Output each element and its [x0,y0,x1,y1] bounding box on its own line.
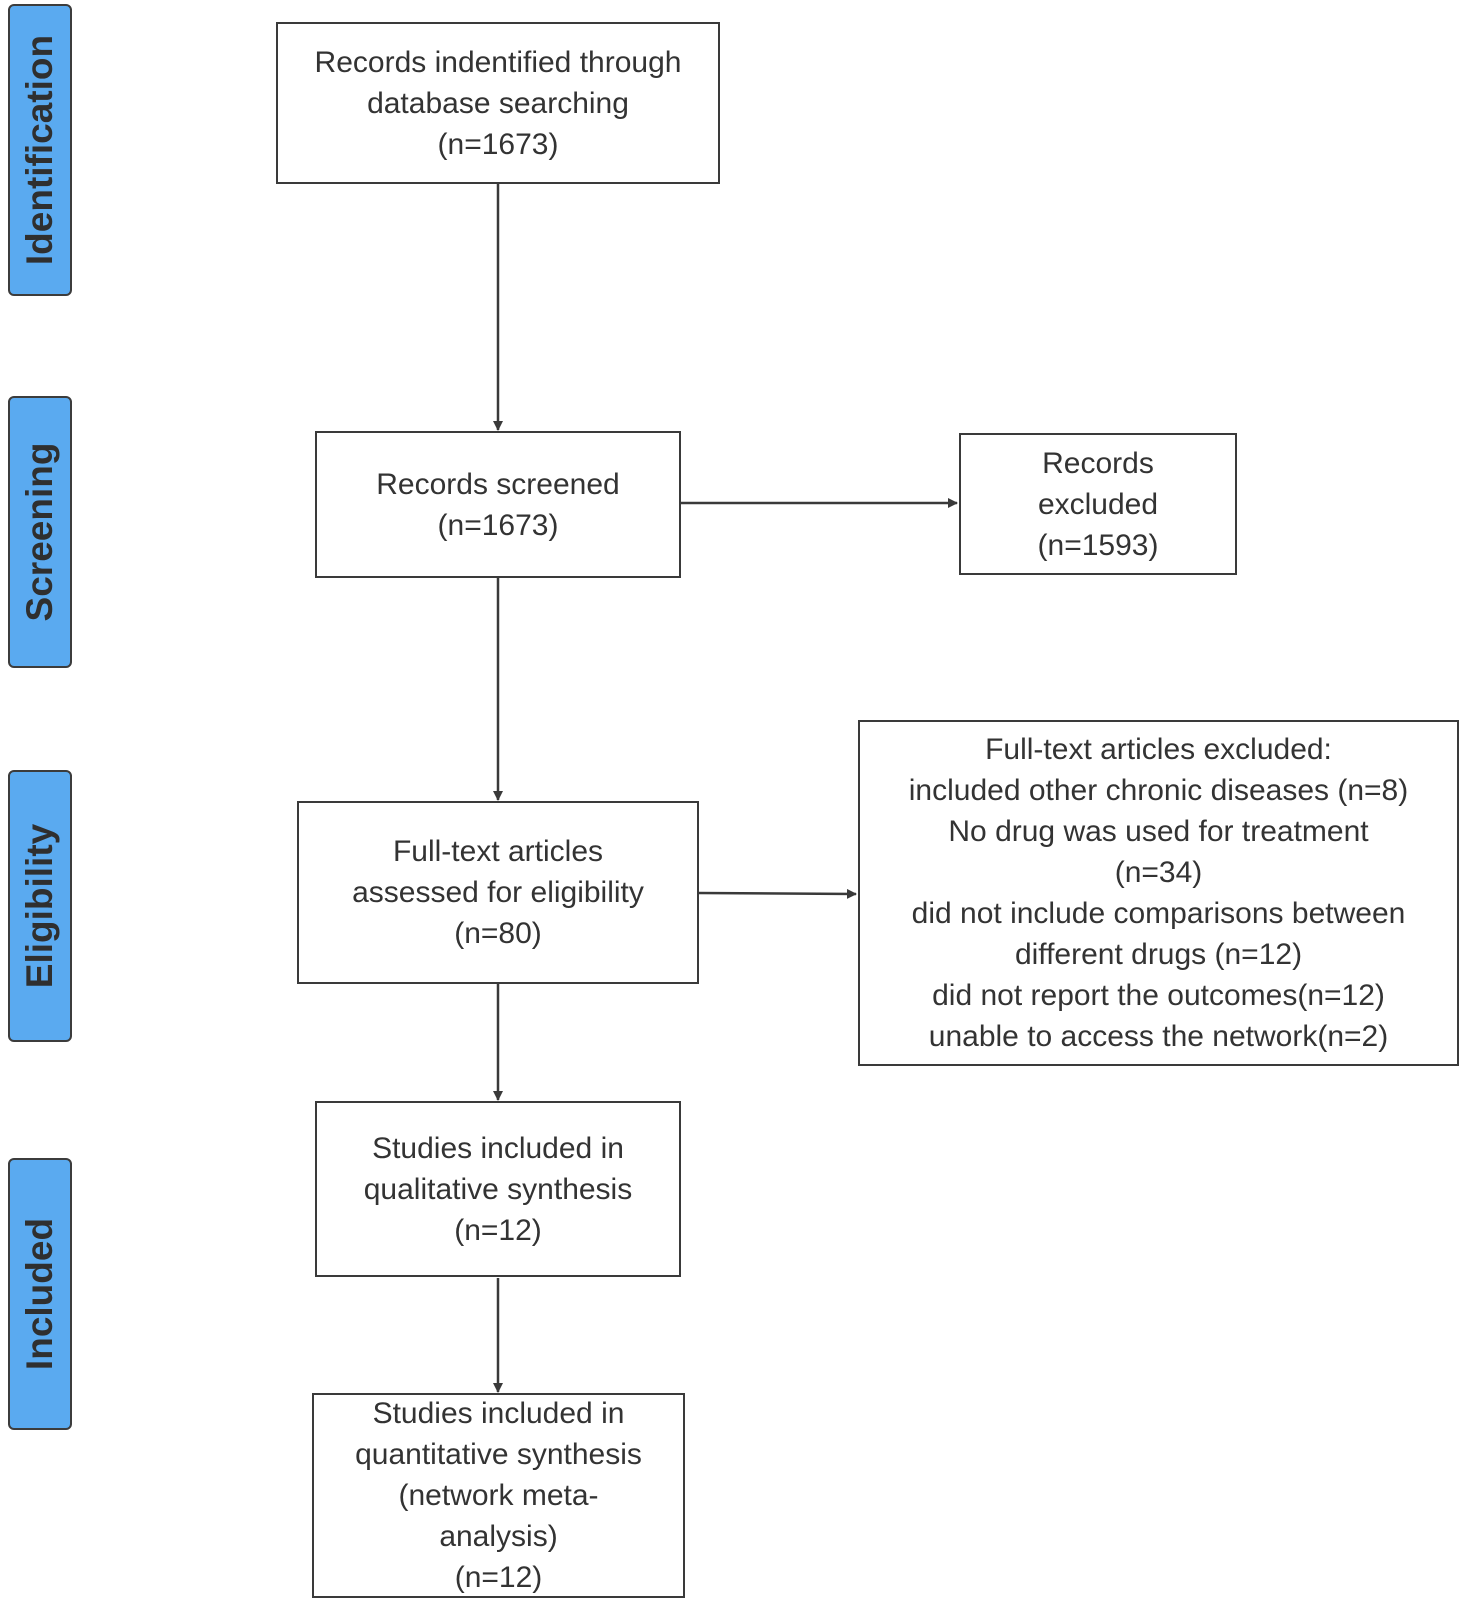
records-excluded-box: Records excluded (n=1593) [959,433,1237,575]
fulltext-excluded-reason-3-count: different drugs (n=12) [1014,938,1303,971]
quantitative-synthesis-line-2: quantitative synthesis [355,1438,642,1471]
qualitative-synthesis-line-2: qualitative synthesis [363,1172,633,1206]
records-excluded-line-2: excluded [1037,487,1159,521]
records-screened-count: (n=1673) [437,508,559,542]
fulltext-excluded-heading: Full-text articles excluded: [985,733,1332,766]
quantitative-synthesis-count: (n=12) [454,1561,543,1594]
records-identified-line-2: database searching [367,86,629,120]
records-identified-box: Records indentified through database sea… [276,22,720,184]
stage-identification: Identification [8,4,72,296]
qualitative-synthesis-line-1: Studies included in [372,1131,624,1165]
fulltext-excluded-reason-4: did not report the outcomes(n=12) [932,979,1385,1012]
quantitative-synthesis-box: Studies included in quantitative synthes… [312,1393,685,1598]
quantitative-synthesis-line-1: Studies included in [372,1397,625,1430]
stage-eligibility: Eligibility [8,770,72,1042]
records-screened-line-1: Records screened [376,467,620,501]
fulltext-excluded-box: Full-text articles excluded: included ot… [858,720,1459,1066]
records-excluded-line-1: Records [1042,446,1154,480]
arrow-fulltext-to-excluded [697,888,857,899]
fulltext-assessed-line-1: Full-text articles [392,835,604,868]
records-identified-line-1: Records indentified through [314,45,682,79]
records-identified-count: (n=1673) [437,127,559,161]
records-screened-box: Records screened (n=1673) [315,431,681,578]
records-excluded-count: (n=1593) [1037,528,1159,562]
qualitative-synthesis-box: Studies included in qualitative synthesi… [315,1101,681,1277]
fulltext-excluded-reason-2-count: (n=34) [1114,856,1203,889]
fulltext-excluded-reason-5: unable to access the network(n=2) [928,1020,1389,1053]
stage-screening: Screening [8,396,72,668]
stage-included: Included [8,1158,72,1430]
fulltext-assessed-count: (n=80) [454,917,542,950]
quantitative-synthesis-line-4: analysis) [439,1520,558,1553]
fulltext-excluded-reason-2: No drug was used for treatment [948,815,1369,848]
fulltext-excluded-reason-1: included other chronic diseases (n=8) [908,774,1409,807]
fulltext-excluded-reason-3: did not include comparisons between [911,897,1406,930]
qualitative-synthesis-count: (n=12) [454,1213,542,1247]
fulltext-assessed-box: Full-text articles assessed for eligibil… [297,801,699,984]
quantitative-synthesis-line-3: (network meta- [398,1479,599,1512]
fulltext-assessed-line-2: assessed for eligibility [352,876,644,909]
